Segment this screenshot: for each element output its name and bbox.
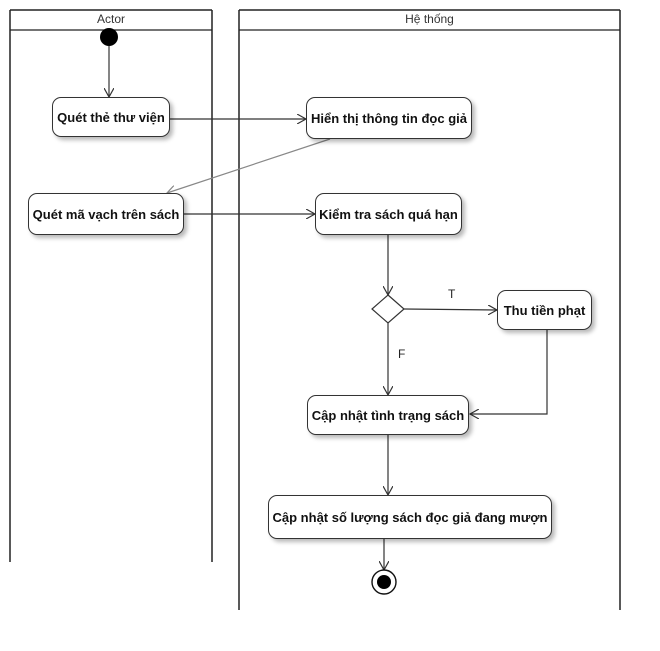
action-show-reader-info: Hiển thị thông tin đọc giả [306,97,472,139]
action-scan-barcode: Quét mã vạch trên sách [28,193,184,235]
system-lane [238,9,621,610]
action-update-book-status: Cập nhật tình trạng sách [307,395,469,435]
lane-title-actor: Actor [96,12,125,26]
action-scan-card: Quét thẻ thư viện [52,97,170,137]
action-check-overdue: Kiểm tra sách quá hạn [315,193,462,235]
edge-show-info-to-scan-barcode [167,138,331,193]
lane-title-system: Hệ thống [405,12,454,26]
actor-lane [9,9,213,562]
initial-node [100,28,118,46]
edge-decision-to-fine [403,309,497,310]
guard-true-label: T [448,287,456,301]
action-collect-fine: Thu tiền phạt [497,290,592,330]
edge-fine-to-update-status [470,330,548,414]
action-update-borrow-count: Cập nhật số lượng sách đọc giả đang mượn [268,495,552,539]
final-node [371,569,397,595]
decision-node [371,294,405,324]
guard-false-label: F [398,347,406,361]
